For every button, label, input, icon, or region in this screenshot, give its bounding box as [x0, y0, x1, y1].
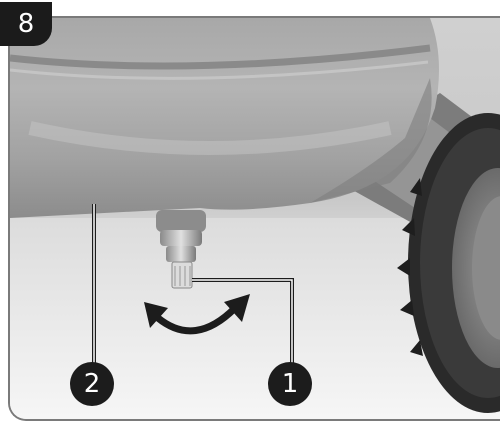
callout-tank: 2 — [70, 362, 114, 406]
air-compressor-tank-illustration — [10, 18, 500, 419]
callout-drain-valve: 1 — [268, 362, 312, 406]
step-number-badge: 8 — [0, 2, 52, 46]
product-photo — [8, 16, 500, 421]
